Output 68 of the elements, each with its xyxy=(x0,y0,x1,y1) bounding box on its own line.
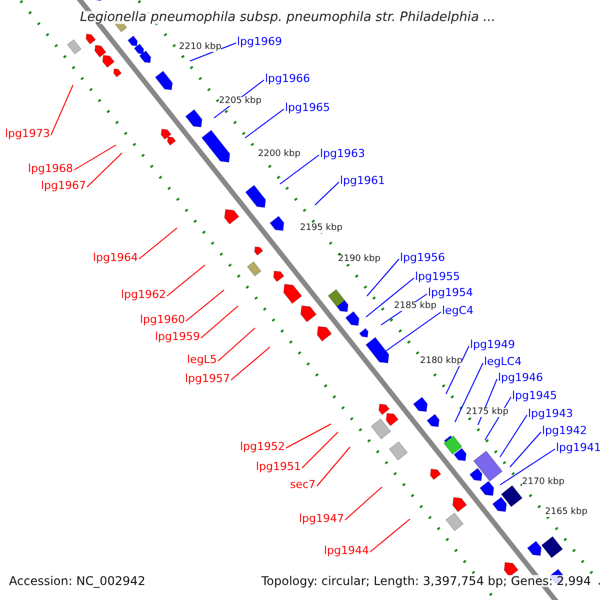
leader-line xyxy=(446,346,470,394)
leader-line xyxy=(316,446,350,486)
gene-label: lpg1956 xyxy=(400,252,446,262)
scale-tick-label: 2210 kbp xyxy=(179,43,222,52)
gene-label: legLC4 xyxy=(484,356,522,366)
gene-label: lpg1949 xyxy=(470,338,516,350)
leader-line xyxy=(86,152,122,188)
gene-label: lpg1943 xyxy=(528,408,574,418)
gene-label: lpg1947 xyxy=(299,512,344,524)
leader-line xyxy=(302,432,338,468)
gene-label: lpg1966 xyxy=(265,72,310,84)
leader-line xyxy=(50,84,74,136)
gene-label: lpg1941 xyxy=(556,442,600,452)
leader-line xyxy=(138,228,178,260)
gene-label: lpg1965 xyxy=(285,102,330,112)
gene-label: lpg1969 xyxy=(237,36,282,46)
leader-line xyxy=(344,486,382,520)
leader-line xyxy=(218,328,256,362)
leader-line xyxy=(510,432,542,468)
leader-line xyxy=(370,518,410,552)
gene-label: lpg1963 xyxy=(320,148,366,158)
gene-label: lpg1955 xyxy=(415,270,460,282)
gene-label: lpg1942 xyxy=(542,424,588,436)
gene-label: lpg1945 xyxy=(512,390,558,400)
gene-label: lpg1944 xyxy=(324,544,370,556)
leader-line xyxy=(500,414,528,458)
gene-label: lpg1968 xyxy=(28,162,74,174)
leader-line xyxy=(74,144,116,170)
gene-label: lpg1946 xyxy=(498,372,544,382)
genome-summary: Topology: circular; Length: 3,397,754 bp; Genes: 2,994 xyxy=(261,575,591,587)
leader-line xyxy=(500,448,556,486)
leader-line xyxy=(166,264,206,296)
scale-tick-label: 2170 kbp xyxy=(522,478,564,487)
gene-label: lpg1962 xyxy=(121,288,166,300)
gene-label: lpg1967 xyxy=(41,180,86,190)
gene-label: lpg1952 xyxy=(240,440,286,452)
accession-note: Accession: NC_002942 xyxy=(9,575,146,587)
leader-line xyxy=(454,362,484,422)
gene-label: lpg1959 xyxy=(155,330,200,342)
gene-label: lpg1951 xyxy=(256,460,302,472)
diagram-title: Legionella pneumophila subsp. pneumophila str. Philadelphia ... xyxy=(80,11,496,24)
gene-label: legC4 xyxy=(442,304,474,316)
scale-tick-label: 2165 kbp xyxy=(545,508,588,517)
leader-line xyxy=(286,424,332,448)
scale-tick-label: 2185 kbp xyxy=(394,302,436,311)
scale-tick-label: 2195 kbp xyxy=(300,224,342,233)
scale-tick-label: 2180 kbp xyxy=(420,357,462,366)
scale-tick-label: 2175 kbp xyxy=(466,408,508,417)
leader-line xyxy=(366,258,400,296)
scale-tick-label: 2205 kbp xyxy=(219,97,262,106)
leader-line xyxy=(186,290,224,322)
gene-label: lpg1961 xyxy=(340,174,386,186)
gene-label: lpg1960 xyxy=(140,314,186,324)
gene-label: lpg1973 xyxy=(5,128,50,138)
leader-line xyxy=(280,154,320,184)
scale-tick-label: 2190 kbp xyxy=(338,255,380,264)
leader-line xyxy=(314,182,340,206)
gene-label: sec7 xyxy=(290,478,316,490)
scale-tick-label: 2200 kbp xyxy=(258,150,300,159)
leader-line xyxy=(386,312,442,352)
leader-line xyxy=(244,108,284,138)
gene-label: lpg1957 xyxy=(185,372,230,384)
gene-label: legL5 xyxy=(187,354,217,364)
leader-line xyxy=(230,346,270,380)
gene-label: lpg1954 xyxy=(428,286,474,298)
gene-label: lpg1964 xyxy=(93,252,138,262)
leader-line xyxy=(200,306,238,338)
leader-line xyxy=(366,278,414,318)
